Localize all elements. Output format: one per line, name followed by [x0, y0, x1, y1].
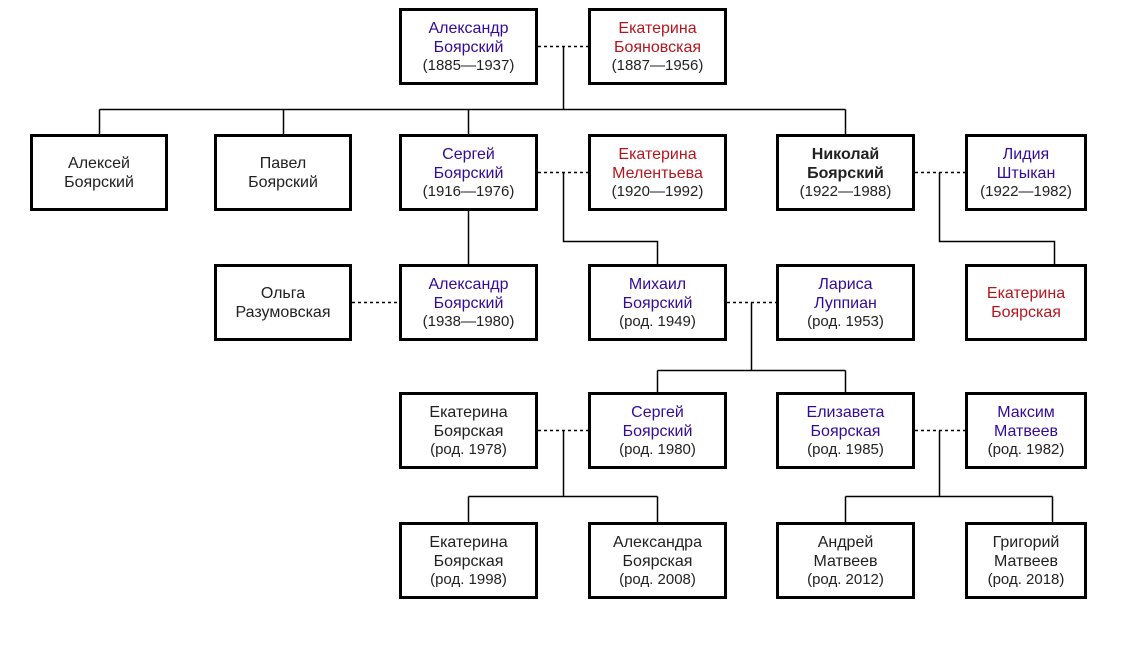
person-node-olga-razumovskaya: Ольга Разумовская — [214, 264, 352, 341]
connector-elizaveta-maksim-to-children — [844, 430, 1054, 522]
person-years: (род. 2012) — [807, 570, 884, 588]
person-name: Андрей Матвеев — [813, 533, 878, 570]
person-years: (род. 1953) — [807, 312, 884, 330]
person-years: (1885—1937) — [422, 56, 515, 74]
person-node-aleksandr-boyarsky-sr: Александр Боярский (1885—1937) — [399, 8, 538, 85]
person-node-aleksandra-boyarskaya-2008: Александра Боярская (род. 2008) — [588, 522, 727, 599]
person-node-aleksandr-boyarsky-jr: Александр Боярский (1938—1980) — [399, 264, 538, 341]
person-name-link[interactable]: Екатерина Мелентьева — [612, 145, 703, 182]
person-node-ekaterina-boyarskaya-1998: Екатерина Боярская (род. 1998) — [399, 522, 538, 599]
connector-root-couple-to-children — [98, 46, 847, 134]
person-node-pavel-boyarsky: Павел Боярский — [214, 134, 352, 211]
person-years: (1922—1982) — [980, 182, 1072, 200]
person-years: (род. 1998) — [430, 570, 507, 588]
person-name-link[interactable]: Сергей Боярский — [622, 403, 693, 440]
person-node-mikhail-boyarsky: Михаил Боярский (род. 1949) — [588, 264, 727, 341]
person-years: (род. 2018) — [987, 570, 1065, 588]
person-node-nikolay-boyarsky: Николай Боярский (1922—1988) — [776, 134, 915, 211]
person-node-ekaterina-boyarskaya-1978: Екатерина Боярская (род. 1978) — [399, 392, 538, 469]
person-node-lidiya-shtykan: Лидия Штыкан (1922—1982) — [965, 134, 1087, 211]
person-name: Павел Боярский — [248, 154, 318, 191]
person-years: (род. 1982) — [987, 440, 1065, 458]
person-name: Николай Боярский — [807, 145, 884, 182]
person-years: (род. 2008) — [619, 570, 696, 588]
person-years: (1938—1980) — [422, 312, 515, 330]
person-years: (род. 1980) — [619, 440, 696, 458]
person-name: Екатерина Боярская — [429, 533, 508, 570]
connector-ekaterina-sergey-to-children — [467, 430, 659, 522]
person-name: Алексей Боярский — [64, 154, 134, 191]
person-node-elizaveta-boyarskaya: Елизавета Боярская (род. 1985) — [776, 392, 915, 469]
person-node-ekaterina-boyanovskaya: Екатерина Бояновская (1887—1956) — [588, 8, 727, 85]
person-name-link[interactable]: Лариса Луппиан — [814, 275, 877, 312]
person-name-link[interactable]: Елизавета Боярская — [806, 403, 885, 440]
person-name-link[interactable]: Екатерина Бояновская — [613, 19, 702, 56]
person-name: Александра Боярская — [613, 533, 702, 570]
person-name-link[interactable]: Максим Матвеев — [994, 403, 1058, 440]
person-node-grigoriy-matveev-2018: Григорий Матвеев (род. 2018) — [965, 522, 1087, 599]
person-name-link[interactable]: Екатерина Боярская — [986, 284, 1066, 321]
person-node-sergey-boyarsky-sr: Сергей Боярский (1916—1976) — [399, 134, 538, 211]
person-years: (род. 1978) — [430, 440, 507, 458]
person-node-maksim-matveev: Максим Матвеев (род. 1982) — [965, 392, 1087, 469]
person-node-larisa-luppian: Лариса Луппиан (род. 1953) — [776, 264, 915, 341]
person-node-aleksey-boyarsky: Алексей Боярский — [30, 134, 168, 211]
person-name: Ольга Разумовская — [235, 284, 331, 321]
person-name-link[interactable]: Михаил Боярский — [622, 275, 693, 312]
person-years: (род. 1949) — [619, 312, 696, 330]
person-name-link[interactable]: Александр Боярский — [428, 19, 509, 56]
person-years: (1887—1956) — [611, 56, 704, 74]
person-node-ekaterina-melentyeva: Екатерина Мелентьева (1920—1992) — [588, 134, 727, 211]
person-name: Екатерина Боярская — [429, 403, 508, 440]
person-node-ekaterina-boyarskaya: Екатерина Боярская — [965, 264, 1087, 341]
person-years: (род. 1985) — [807, 440, 884, 458]
person-name-link[interactable]: Александр Боярский — [428, 275, 509, 312]
person-years: (1920—1992) — [611, 182, 704, 200]
connector-mikhail-larisa-to-children — [656, 302, 847, 392]
person-node-andrey-matveev-2012: Андрей Матвеев (род. 2012) — [776, 522, 915, 599]
person-name-link[interactable]: Сергей Боярский — [433, 145, 504, 182]
connector-sergey-melentyeva-to-mikhail — [562, 172, 659, 264]
person-years: (1916—1976) — [422, 182, 515, 200]
person-name: Григорий Матвеев — [992, 533, 1060, 570]
person-name-link[interactable]: Лидия Штыкан — [996, 145, 1056, 182]
connector-nikolay-lidiya-to-ekaterina — [938, 172, 1056, 264]
person-node-sergey-boyarsky-1980: Сергей Боярский (род. 1980) — [588, 392, 727, 469]
person-years: (1922—1988) — [799, 182, 892, 200]
